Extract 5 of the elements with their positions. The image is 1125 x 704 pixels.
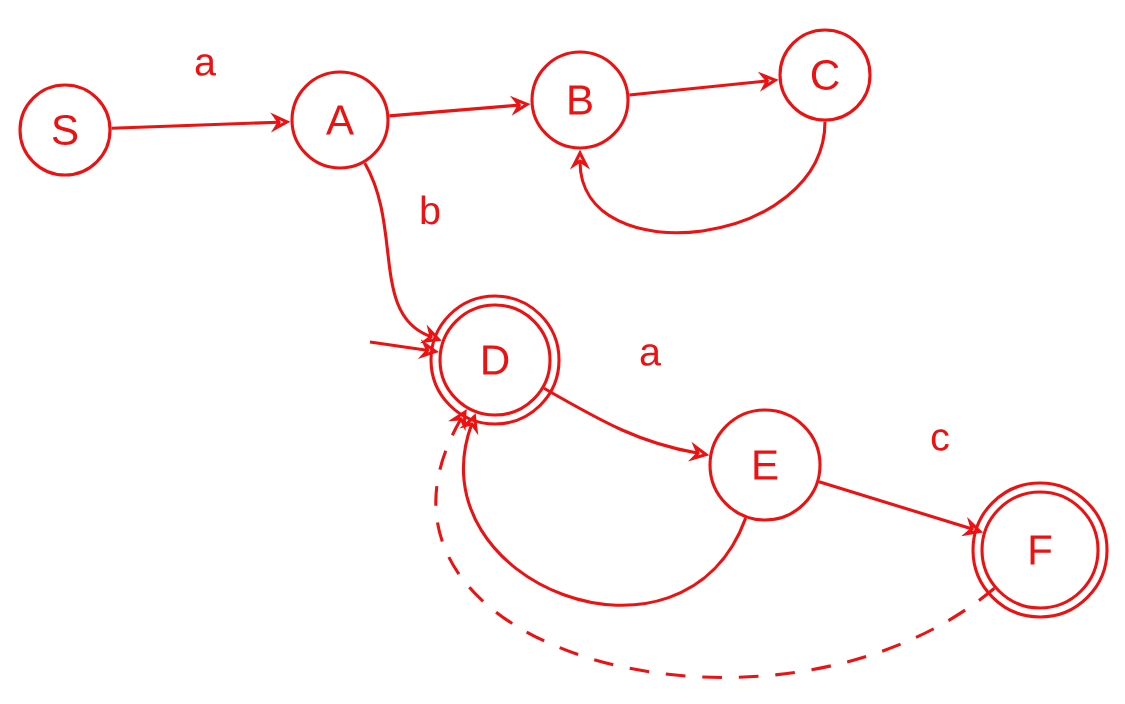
arrow <box>569 121 827 235</box>
edge-label: a <box>640 344 661 366</box>
edge-label: c <box>931 429 949 451</box>
edge-label: a <box>195 54 216 76</box>
edge-label: b <box>421 195 440 225</box>
